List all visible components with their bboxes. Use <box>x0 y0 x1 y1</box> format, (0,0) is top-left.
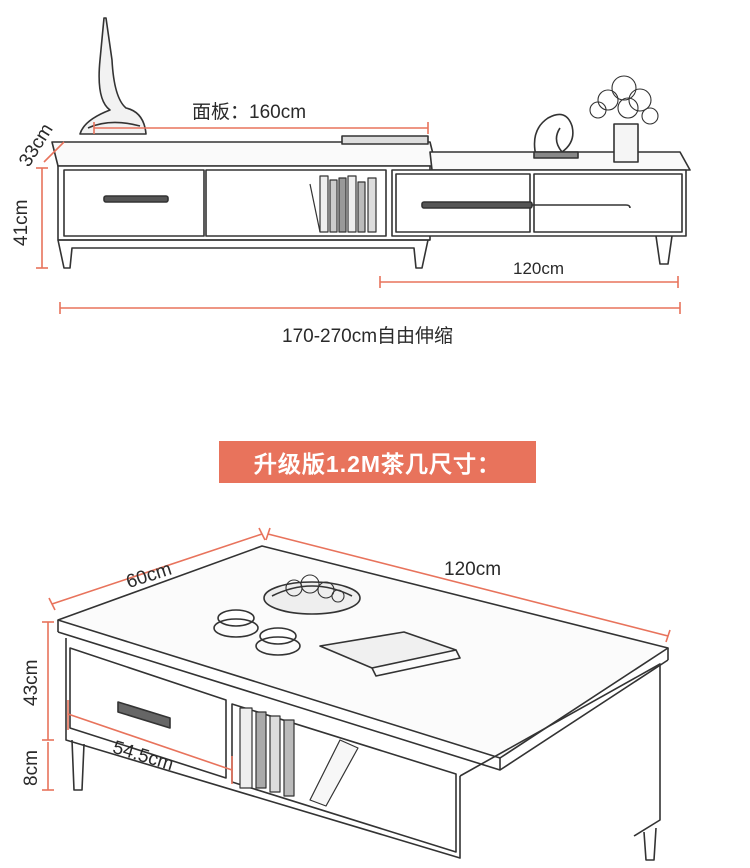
panel-length-label: 面板：160cm <box>192 102 307 123</box>
extension-range-label: 170-270cm自由伸缩 <box>282 326 454 347</box>
coffee-table-drawing <box>57 545 669 861</box>
table-length-label: 120cm <box>444 559 502 580</box>
cabinet-height-label: 41cm <box>11 199 32 246</box>
table-leg-height-label: 8cm <box>21 750 42 786</box>
tv-cabinet-drawing <box>51 17 691 269</box>
section-banner: 升级版1.2M茶几尺寸： <box>219 441 536 483</box>
extension-length-label: 120cm <box>513 259 565 278</box>
coffee-table-dimension-lines <box>42 527 671 791</box>
tv-cabinet-dimension-lines <box>36 122 681 314</box>
table-height-label: 43cm <box>21 659 42 706</box>
